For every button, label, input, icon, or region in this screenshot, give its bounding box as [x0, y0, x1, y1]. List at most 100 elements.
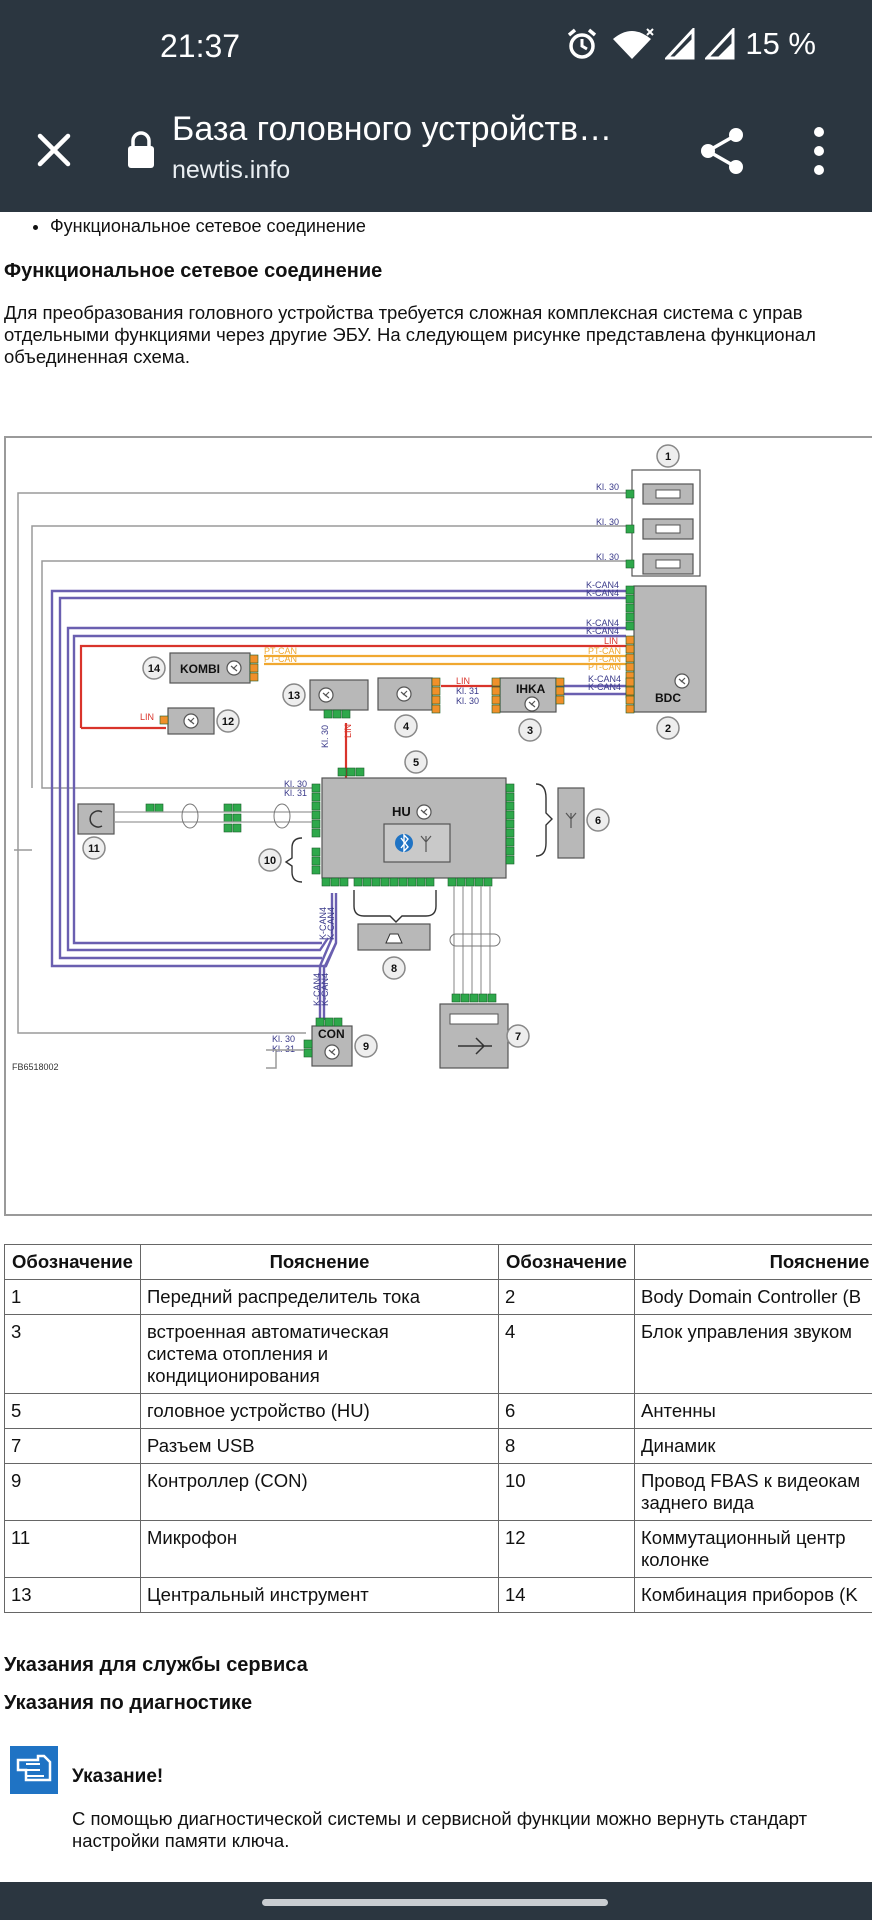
intro-line: отдельными функциями через другие ЭБУ. Н… [4, 324, 816, 345]
callout-circle [282, 683, 306, 707]
note-text: С помощью диагностической системы и серв… [72, 1808, 807, 1852]
connector-pin [625, 686, 635, 696]
connector-pin [505, 837, 515, 847]
explanation-cell: Коммутационный центр колонке [634, 1520, 872, 1578]
bracket [535, 783, 553, 857]
lock-icon[interactable] [126, 130, 156, 170]
fuse-element [655, 559, 681, 569]
power-line [41, 560, 626, 789]
connector-pin [324, 1017, 334, 1027]
callout-circle [382, 956, 406, 980]
signal-icon [705, 28, 735, 60]
designation-cell: 5 [4, 1393, 141, 1429]
callout-number: 12 [222, 716, 234, 728]
connector-pin [625, 677, 635, 687]
callout-circle [586, 808, 610, 832]
designation-cell: 10 [498, 1463, 635, 1521]
connector-pin [389, 877, 399, 887]
terminal-label: Kl. 31 [284, 788, 307, 798]
controller-icon [322, 691, 330, 699]
home-gesture-handle[interactable] [262, 1899, 608, 1906]
connector-pin [460, 993, 470, 1003]
toc-item[interactable]: Функциональное сетевое соединение [50, 216, 366, 237]
bracket [353, 890, 437, 923]
ihka-label: IHKA [516, 682, 546, 696]
callout-number: 5 [413, 757, 419, 769]
designation-cell: 6 [498, 1393, 635, 1429]
bus-label: PT-CAN [264, 654, 297, 664]
connector-pin [249, 654, 259, 664]
more-vert-icon[interactable] [804, 124, 834, 178]
callout-circle [404, 750, 428, 774]
column-header: Обозначение [4, 1244, 141, 1280]
share-icon[interactable] [698, 126, 746, 176]
connector-pin [491, 704, 501, 714]
bus-label: PT-CAN [588, 646, 621, 656]
controller-icon [328, 1048, 336, 1056]
connector-pin [311, 810, 321, 820]
connector-pin [311, 828, 321, 838]
connector-pin [362, 877, 372, 887]
connector-pin [311, 792, 321, 802]
controller-icon [528, 700, 536, 708]
designation-cell: 13 [4, 1577, 141, 1613]
callout-number: 8 [391, 963, 397, 975]
callout-circle [656, 444, 680, 468]
explanation-cell: Провод FBAS к видеокам заднего вида [634, 1463, 872, 1521]
terminal-label: Kl. 31 [456, 686, 479, 696]
connector-pin [353, 877, 363, 887]
designation-cell: 2 [498, 1279, 635, 1315]
connector-pin [474, 877, 484, 887]
bus-label: K-CAN4 [586, 588, 619, 598]
page-title[interactable]: База головного устройств… [172, 110, 613, 148]
bdc-unit [633, 585, 707, 713]
connector-pin [431, 686, 441, 696]
bus-label: PT-CAN [588, 654, 621, 664]
bus-label: LIN [604, 636, 618, 646]
connector-pin [555, 677, 565, 687]
callout-circle [258, 848, 282, 872]
callout-circle [506, 1024, 530, 1048]
connector-pin [332, 709, 342, 719]
callout-number: 14 [148, 663, 161, 675]
terminal-label: Kl. 30 [456, 696, 479, 706]
connector-pin [625, 603, 635, 613]
controller-icon [420, 808, 428, 816]
bus-label: K-CAN4 [586, 618, 619, 628]
intro-line: Для преобразования головного устройства … [4, 302, 803, 323]
antenna-icon [420, 835, 432, 852]
fuse-element [655, 524, 681, 534]
connector-pin [505, 801, 515, 811]
lin-wire [79, 644, 628, 728]
bdc-label: BDC [655, 691, 681, 705]
power-line [17, 1018, 306, 1034]
column-header: Обозначение [498, 1244, 635, 1280]
browser-toolbar: База головного устройств… newtis.info [0, 100, 872, 212]
wifi-icon [613, 28, 655, 59]
connector-pin [425, 877, 435, 887]
close-icon[interactable] [30, 126, 78, 174]
callout-number: 10 [264, 855, 276, 867]
legend-table: Обозначение Пояснение Обозначение Поясне… [4, 1244, 872, 1613]
connector-pin [232, 813, 242, 823]
page-domain[interactable]: newtis.info [172, 156, 291, 184]
alarm-icon [568, 28, 597, 59]
designation-cell: 1 [4, 1279, 141, 1315]
connector-pin [303, 1039, 313, 1049]
ground-line [266, 1050, 277, 1069]
antenna-icon [565, 812, 577, 828]
connector-pin [478, 993, 488, 1003]
explanation-cell: Передний распределитель тока [140, 1279, 499, 1315]
explanation-cell: Центральный инструмент [140, 1577, 499, 1613]
connector-pin [491, 677, 501, 687]
connector-pin [355, 767, 365, 777]
callout-number: 7 [515, 1031, 521, 1043]
designation-cell: 12 [498, 1520, 635, 1578]
bus-label: K-CAN4 [588, 682, 621, 692]
connector-pin [321, 877, 331, 887]
bus-label: K-CAN4 [586, 626, 619, 636]
terminal-label: Kl. 30 [272, 1034, 295, 1044]
